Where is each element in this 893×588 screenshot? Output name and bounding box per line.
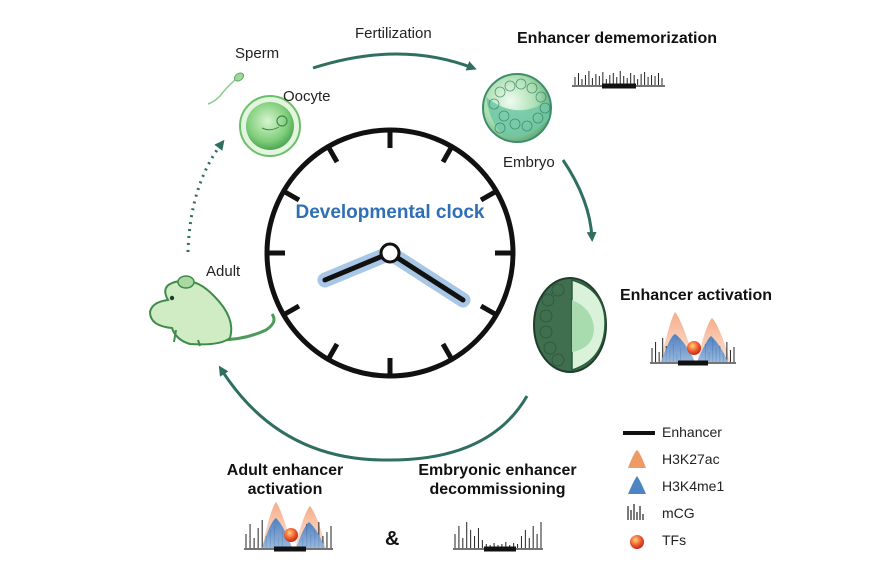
clock — [264, 127, 516, 379]
clock-hands — [317, 242, 471, 308]
adult-to-gamete-dotted-arrow — [186, 139, 225, 253]
mouse-icon — [148, 275, 276, 347]
legend-enhancer: Enhancer — [662, 424, 722, 440]
activation-track — [650, 312, 736, 366]
adult-activation-track — [244, 502, 333, 552]
adult-label: Adult — [206, 263, 241, 280]
legend-h3k4me1: H3K4me1 — [662, 478, 725, 494]
clock-ticks — [269, 132, 511, 374]
dememorization-heading: Enhancer dememorization — [517, 30, 718, 47]
decommissioning-track — [453, 522, 543, 552]
sperm-icon — [207, 72, 245, 105]
late-embryo-icon — [533, 277, 607, 373]
tf-circle-icon — [687, 341, 701, 355]
legend-h3k27ac: H3K27ac — [662, 451, 720, 467]
legend-icons — [623, 431, 655, 549]
early-embryo-icon — [482, 73, 552, 143]
oocyte-label: Oocyte — [283, 88, 331, 105]
clock-title: Developmental clock — [295, 202, 485, 223]
ampersand: & — [385, 528, 400, 550]
fertilization-arrow — [312, 52, 477, 71]
h3k4me1-peak-icon — [628, 476, 646, 494]
legend-tfs: TFs — [662, 532, 687, 548]
sperm-label: Sperm — [235, 45, 280, 62]
oocyte-icon — [239, 95, 301, 157]
return-to-adult-arrow — [218, 365, 529, 462]
tf-circle-icon — [630, 535, 644, 549]
adult-activation-heading: Adult enhancer activation — [226, 462, 344, 498]
decommissioning-heading: Embryonic enhancer decommissioning — [418, 462, 577, 498]
h3k27ac-peak-icon — [628, 450, 646, 468]
legend-mcg: mCG — [662, 505, 695, 521]
dememorization-track — [572, 71, 665, 89]
embryo-to-activation-arrow — [561, 159, 597, 242]
mcg-bars-icon — [627, 504, 644, 520]
activation-heading: Enhancer activation — [620, 287, 773, 304]
embryo-label: Embryo — [503, 154, 555, 171]
fertilization-label: Fertilization — [355, 25, 432, 42]
